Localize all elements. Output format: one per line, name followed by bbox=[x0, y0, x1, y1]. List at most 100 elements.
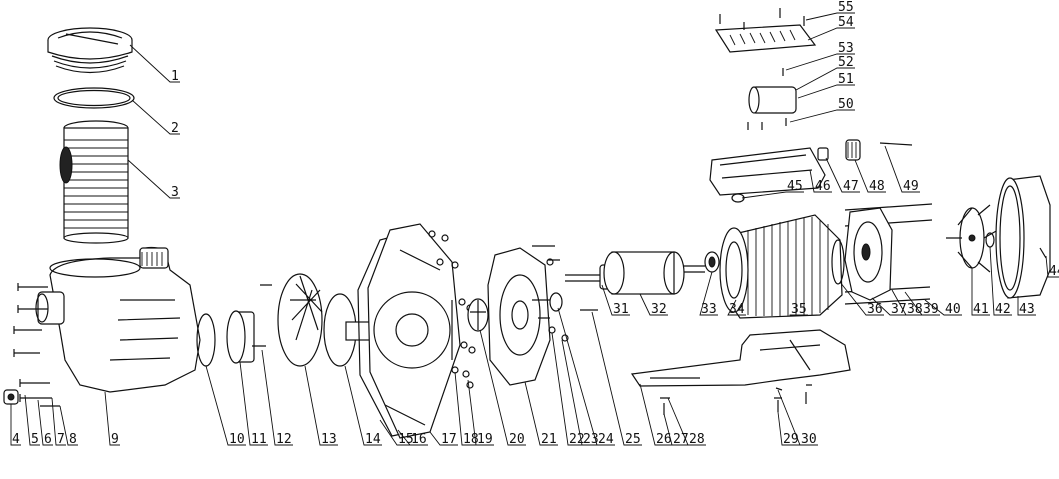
callout-label-49: 49 bbox=[903, 179, 919, 194]
callout-label-30: 30 bbox=[801, 432, 817, 447]
callout-label-55: 55 bbox=[838, 0, 854, 15]
callout-label-17: 17 bbox=[441, 432, 457, 447]
callout-label-16: 16 bbox=[411, 432, 427, 447]
leader-line-49 bbox=[884, 145, 920, 193]
leader-line-22 bbox=[551, 332, 586, 446]
diffuser bbox=[277, 273, 323, 367]
callout-label-41: 41 bbox=[973, 302, 989, 317]
leader-line-48 bbox=[854, 159, 886, 193]
callout-leaders bbox=[10, 12, 1059, 446]
cover-screw bbox=[1039, 247, 1047, 259]
housing-screws bbox=[13, 283, 60, 407]
callout-label-29: 29 bbox=[783, 432, 799, 447]
leader-line-24 bbox=[557, 307, 615, 446]
callout-label-46: 46 bbox=[815, 179, 831, 194]
leader-line-44 bbox=[1045, 255, 1059, 278]
callout-label-7: 7 bbox=[57, 432, 65, 447]
callout-label-53: 53 bbox=[838, 41, 854, 56]
callout-label-54: 54 bbox=[838, 15, 854, 30]
callout-label-27: 27 bbox=[673, 432, 689, 447]
leader-line-18 bbox=[454, 371, 480, 446]
leader-line-28 bbox=[667, 397, 706, 446]
leader-line-53 bbox=[785, 53, 855, 71]
callout-label-42: 42 bbox=[995, 302, 1011, 317]
callout-label-33: 33 bbox=[701, 302, 717, 317]
bearing bbox=[704, 251, 720, 273]
callout-label-43: 43 bbox=[1019, 302, 1035, 317]
callout-label-50: 50 bbox=[838, 97, 854, 112]
terminal-cover bbox=[714, 24, 817, 53]
leader-line-26 bbox=[639, 383, 673, 446]
leader-line-25 bbox=[591, 311, 642, 446]
callout-label-31: 31 bbox=[613, 302, 629, 317]
leader-line-4 bbox=[10, 404, 21, 446]
callout-label-40: 40 bbox=[945, 302, 961, 317]
leader-line-5 bbox=[24, 394, 40, 446]
callout-label-13: 13 bbox=[321, 432, 337, 447]
rotor bbox=[603, 251, 705, 295]
leader-line-12 bbox=[261, 349, 293, 446]
callout-label-35: 35 bbox=[791, 302, 807, 317]
lid-o-ring bbox=[53, 87, 135, 109]
pump-housing bbox=[35, 246, 201, 393]
leader-line-11 bbox=[239, 361, 268, 446]
leader-line-31 bbox=[601, 284, 630, 316]
cable-gland bbox=[817, 139, 861, 161]
leader-line-37 bbox=[871, 297, 908, 316]
leader-line-34 bbox=[727, 299, 746, 316]
motor-housing bbox=[719, 214, 843, 319]
leader-line-10 bbox=[205, 365, 246, 446]
leader-line-21 bbox=[524, 381, 558, 446]
callout-label-34: 34 bbox=[729, 302, 745, 317]
callout-label-48: 48 bbox=[869, 179, 885, 194]
leader-line-51 bbox=[797, 84, 855, 99]
callout-label-52: 52 bbox=[838, 55, 854, 70]
callout-label-3: 3 bbox=[171, 185, 179, 200]
leader-line-2 bbox=[131, 99, 180, 135]
callout-label-11: 11 bbox=[251, 432, 267, 447]
leader-line-15 bbox=[379, 419, 415, 446]
leader-line-6 bbox=[37, 399, 53, 446]
base-bolts bbox=[660, 384, 812, 415]
leader-line-46 bbox=[809, 169, 832, 193]
callout-label-8: 8 bbox=[69, 432, 77, 447]
callout-label-19: 19 bbox=[477, 432, 493, 447]
leader-line-38 bbox=[891, 289, 924, 316]
leader-line-50 bbox=[789, 109, 855, 123]
leader-line-29 bbox=[777, 411, 800, 446]
drain-plug bbox=[3, 389, 19, 405]
callout-label-36: 36 bbox=[867, 302, 883, 317]
callout-label-6: 6 bbox=[44, 432, 52, 447]
leader-line-40 bbox=[924, 299, 962, 316]
seal-plate bbox=[367, 223, 461, 439]
callout-label-4: 4 bbox=[12, 432, 20, 447]
callout-label-18: 18 bbox=[463, 432, 479, 447]
strainer-basket bbox=[59, 120, 129, 244]
callout-label-21: 21 bbox=[541, 432, 557, 447]
callout-label-38: 38 bbox=[907, 302, 923, 317]
leader-line-23 bbox=[561, 339, 600, 446]
leader-line-35 bbox=[789, 314, 808, 316]
motor-base bbox=[630, 329, 851, 387]
leader-line-17 bbox=[429, 431, 458, 446]
callout-label-12: 12 bbox=[276, 432, 292, 447]
callout-label-45: 45 bbox=[787, 179, 803, 194]
callout-label-25: 25 bbox=[625, 432, 641, 447]
leader-line-54 bbox=[807, 27, 855, 41]
leader-line-47 bbox=[825, 157, 860, 193]
leader-line-39 bbox=[904, 291, 940, 316]
leader-line-13 bbox=[304, 365, 338, 446]
terminal-pin bbox=[879, 142, 913, 146]
callout-label-47: 47 bbox=[843, 179, 859, 194]
leader-line-3 bbox=[127, 159, 180, 199]
terminal-box bbox=[709, 147, 826, 203]
callout-label-1: 1 bbox=[171, 69, 179, 84]
leader-line-55 bbox=[805, 12, 855, 21]
leader-line-27 bbox=[663, 413, 690, 446]
leader-line-9 bbox=[104, 391, 120, 446]
motor-flange bbox=[487, 247, 551, 386]
callout-label-51: 51 bbox=[838, 72, 854, 87]
callout-label-39: 39 bbox=[923, 302, 939, 317]
